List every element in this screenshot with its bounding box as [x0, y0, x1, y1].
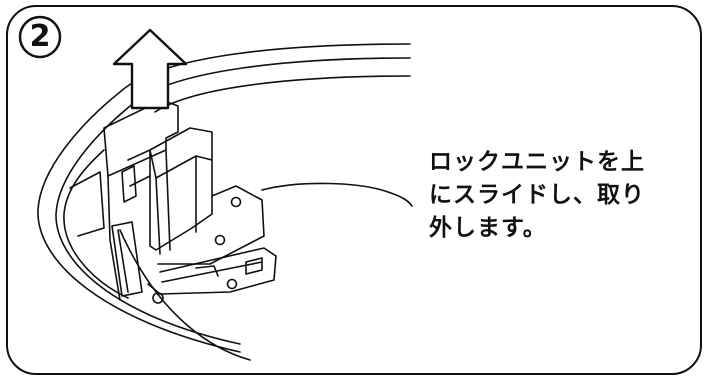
step-badge: 2 [17, 14, 63, 60]
housing-contour-4 [119, 229, 251, 361]
circled-number-icon [18, 15, 62, 59]
housing-contour-3 [154, 75, 411, 113]
housing-contour-2 [55, 57, 411, 345]
housing-contour-1 [37, 43, 411, 353]
mounting-rail [111, 221, 143, 297]
up-arrow-icon [112, 28, 188, 110]
step-number: 2 [29, 19, 51, 54]
instruction-caption: ロックユニットを上 にスライドし、取り 外します。 [429, 146, 699, 245]
instruction-panel [6, 5, 702, 375]
caption-line: にスライドし、取り [429, 182, 645, 208]
caption-line: 外します。 [429, 215, 547, 241]
inner-shell [63, 149, 129, 299]
lock-unit-front [149, 127, 213, 251]
caption-line: ロックユニットを上 [429, 149, 645, 175]
mounting-plate [157, 185, 265, 265]
leader-line [261, 182, 413, 207]
